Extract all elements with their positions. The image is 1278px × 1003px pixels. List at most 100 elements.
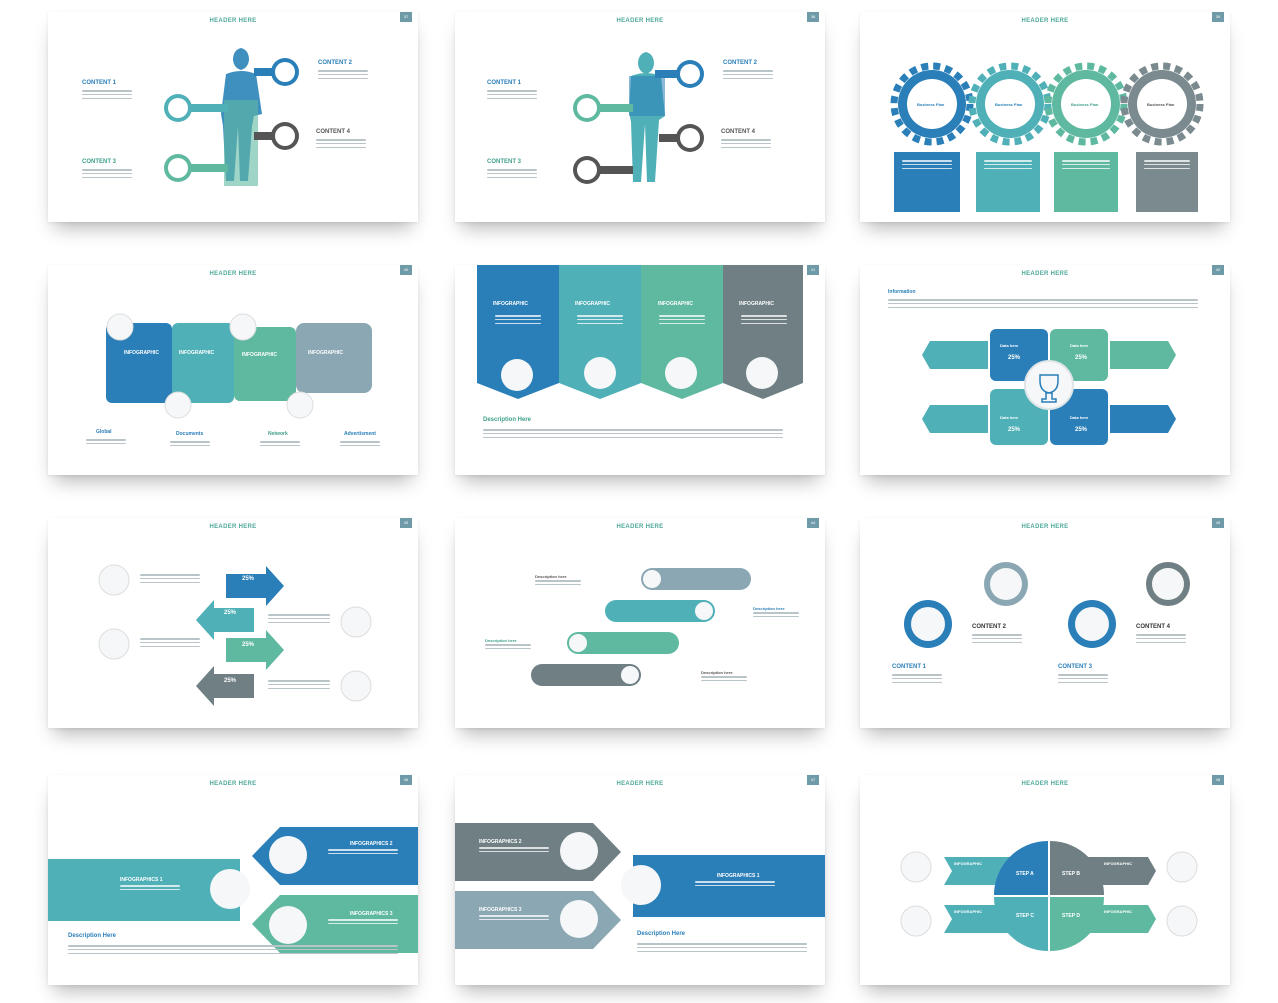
slide-thumb-12[interactable]: HEADER HERE 48 STEP A STEP B STEP C STEP… — [860, 775, 1230, 985]
description-title: Description Here — [637, 931, 686, 937]
data-label-3: Data here — [1000, 415, 1019, 420]
slide-thumb-4[interactable]: HEADER HERE 40 INFOGRAPHIC INFOGRAPHIC I… — [48, 265, 418, 475]
page-number: 48 — [1212, 775, 1224, 785]
footer-label-1: Global — [96, 429, 112, 435]
step-d-label: STEP D — [1062, 913, 1080, 919]
step-info-4: INFOGRAPHIC — [1104, 909, 1132, 914]
page-number: 37 — [400, 12, 412, 22]
ribbon-diagram — [106, 313, 372, 419]
person-diagram — [573, 52, 704, 184]
step-a-label: STEP A — [1016, 871, 1034, 877]
ribbon-title-3: INFOGRAPHIC — [242, 352, 277, 358]
page-number: 43 — [400, 518, 412, 528]
page-number: 42 — [1212, 265, 1224, 275]
slide-header: HEADER HERE — [616, 524, 664, 530]
percent-3: 25% — [1008, 427, 1021, 433]
circle-content-1: CONTENT 1 — [892, 664, 927, 670]
content-2-title: CONTENT 2 — [723, 60, 758, 66]
percent-1: 25% — [1008, 355, 1021, 361]
step-b-label: STEP B — [1062, 871, 1080, 877]
ribbon-title-1: INFOGRAPHIC — [124, 350, 159, 356]
content-2-title: CONTENT 2 — [318, 60, 353, 66]
percent-2: 25% — [1075, 355, 1088, 361]
description-title: Description Here — [483, 417, 532, 423]
page-number: 40 — [400, 265, 412, 275]
slide-thumb-2[interactable]: HEADER HERE 38 CONTENT 1 CONTENT 2 CONTE… — [455, 12, 825, 222]
slide-header: HEADER HERE — [1021, 18, 1069, 24]
page-number: 41 — [807, 265, 819, 275]
infographics-3-title: INFOGRAPHICS 3 — [479, 907, 522, 913]
circle-content-3: CONTENT 3 — [1058, 664, 1093, 670]
page-number: 47 — [807, 775, 819, 785]
arrow-percent-3: 25% — [242, 642, 255, 648]
step-c-label: STEP C — [1016, 913, 1034, 919]
footer-label-3: Network — [268, 431, 288, 437]
gear-label-2: Business Plan — [995, 102, 1023, 107]
step-info-3: INFOGRAPHIC — [1104, 861, 1132, 866]
page-number: 44 — [807, 518, 819, 528]
arrow-percent-2: 25% — [224, 610, 237, 616]
percent-4: 25% — [1075, 427, 1088, 433]
footer-label-2: Documents — [176, 431, 204, 437]
slide-header: HEADER HERE — [209, 781, 257, 787]
pill-desc-3: Description here — [485, 638, 517, 643]
slide-thumb-5[interactable]: 41 INFOGRAPHIC INFOGRAPHIC INFOGRAPHIC I… — [455, 265, 825, 475]
person-diagram — [164, 48, 299, 186]
data-label-1: Data here — [1000, 343, 1019, 348]
banner-title-1: INFOGRAPHIC — [493, 301, 528, 307]
content-3-title: CONTENT 3 — [487, 159, 522, 165]
content-3-title: CONTENT 3 — [82, 159, 117, 165]
banner-title-2: INFOGRAPHIC — [575, 301, 610, 307]
content-1-title: CONTENT 1 — [82, 80, 117, 86]
page-number: 39 — [1212, 12, 1224, 22]
pill-desc-4: Description here — [701, 670, 733, 675]
slide-thumb-9[interactable]: HEADER HERE 45 CONTENT 2 CONTENT 4 CONTE… — [860, 518, 1230, 728]
gear-label-3: Business Plan — [1071, 102, 1099, 107]
slide-header: HEADER HERE — [1021, 781, 1069, 787]
gears-diagram — [890, 62, 1204, 212]
data-label-4: Data here — [1070, 415, 1089, 420]
circle-content-4: CONTENT 4 — [1136, 624, 1171, 630]
slide-thumb-1[interactable]: HEADER HERE 37 CONTENT 1 CONTENT 2 CONTE… — [48, 12, 418, 222]
description-title: Description Here — [68, 933, 117, 939]
step-info-2: INFOGRAPHIC — [954, 909, 982, 914]
slide-header: HEADER HERE — [1021, 271, 1069, 277]
slide-header: HEADER HERE — [209, 18, 257, 24]
footer-label-4: Advertisment — [344, 431, 376, 437]
arrow-percent-1: 25% — [242, 576, 255, 582]
gear-label-4: Business Plan — [1147, 102, 1175, 107]
trophy-diagram — [922, 329, 1176, 445]
slide-thumb-7[interactable]: HEADER HERE 43 25% 25% 25% 25% — [48, 518, 418, 728]
infographics-3-title: INFOGRAPHICS 3 — [350, 911, 393, 917]
slide-header: HEADER HERE — [209, 524, 257, 530]
arrow-percent-4: 25% — [224, 678, 237, 684]
information-title: Information — [888, 289, 916, 295]
ribbon-title-4: INFOGRAPHIC — [308, 350, 343, 356]
slide-header: HEADER HERE — [616, 18, 664, 24]
content-4-title: CONTENT 4 — [316, 129, 351, 135]
infographics-2-title: INFOGRAPHICS 2 — [479, 839, 522, 845]
banner-diagram — [477, 265, 803, 399]
slide-thumb-11[interactable]: HEADER HERE 47 INFOGRAPHICS 2 INFOGRAPHI… — [455, 775, 825, 985]
slide-header: HEADER HERE — [616, 781, 664, 787]
circle-content-2: CONTENT 2 — [972, 624, 1007, 630]
content-4-title: CONTENT 4 — [721, 129, 756, 135]
pill-desc-1: Description here — [535, 574, 567, 579]
infographics-2-title: INFOGRAPHICS 2 — [350, 841, 393, 847]
slide-header: HEADER HERE — [1021, 524, 1069, 530]
gear-label-1: Business Plan — [917, 102, 945, 107]
banner-title-3: INFOGRAPHIC — [658, 301, 693, 307]
slide-thumb-8[interactable]: HEADER HERE 44 Description here Descript… — [455, 518, 825, 728]
circles-diagram — [904, 562, 1190, 648]
content-1-title: CONTENT 1 — [487, 80, 522, 86]
infographics-1-title: INFOGRAPHICS 1 — [717, 873, 760, 879]
step-info-1: INFOGRAPHIC — [954, 861, 982, 866]
pills-diagram — [531, 568, 751, 686]
slide-thumb-10[interactable]: HEADER HERE 46 INFOGRAPHICS 1 INFOGRAPHI… — [48, 775, 418, 985]
data-label-2: Data here — [1070, 343, 1089, 348]
slide-thumb-3[interactable]: HEADER HERE 39 Business Plan Business Pl… — [860, 12, 1230, 222]
steps-diagram — [900, 841, 1198, 951]
slide-thumb-6[interactable]: HEADER HERE 42 Information Data here 25%… — [860, 265, 1230, 475]
page-number: 45 — [1212, 518, 1224, 528]
page-number: 38 — [807, 12, 819, 22]
